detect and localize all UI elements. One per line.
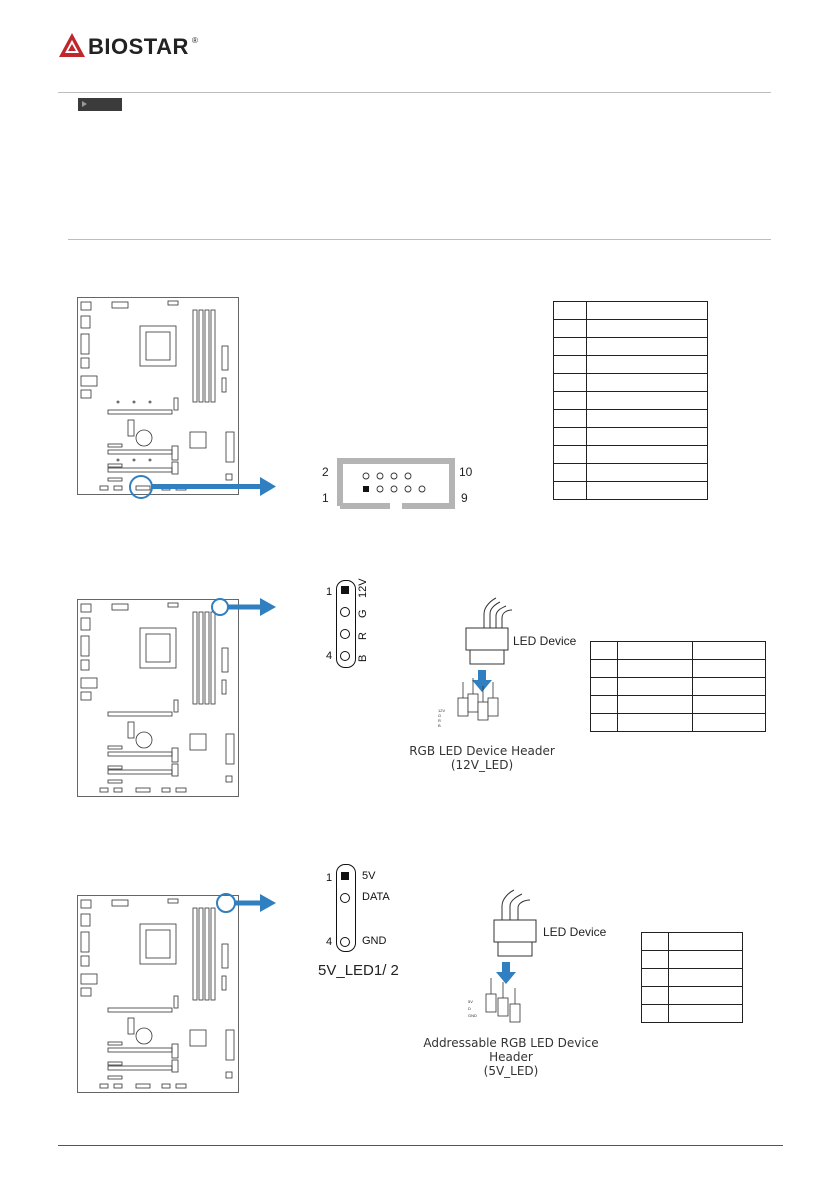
pin-definition-table-1 [553,301,708,500]
rgb-plug-label-b: B [438,723,441,728]
motherboard-layout-icon [80,602,235,793]
pin-label-10: 10 [459,465,473,479]
table-row [590,713,766,732]
rgb-caption-line2: (12V_LED) [450,758,514,772]
table-row [553,373,708,392]
biostar-logo-mark-icon [59,33,85,57]
header-rule [58,92,771,93]
pin-label-1: 1 [322,491,329,505]
table-row [641,950,743,969]
pin-2-circle [340,893,350,903]
rgb-led-device-label: LED Device [513,634,577,648]
table-row [641,986,743,1005]
ten-pin-header-diagram: 2 1 10 9 [322,458,492,513]
ten-pin-header-icon [337,458,455,509]
pin-1-square [341,872,349,880]
table-row [553,463,708,482]
table-row [553,301,708,320]
argb-caption-line1: Addressable RGB LED Device Header [423,1036,599,1064]
rgb-caption-line1: RGB LED Device Header [409,744,555,758]
pin-2-circle [340,607,350,617]
footer-rule [58,1145,783,1146]
table-row [553,481,708,500]
argb-plug-label-d: D [468,1006,471,1011]
motherboard-diagram-2 [77,599,239,797]
argb-led-device-label: LED Device [543,925,607,939]
note-rule [68,239,771,240]
rgb-plug-label-r: R [438,718,441,723]
argb-led-connector-icon [485,889,537,1023]
table-row [553,391,708,410]
argb-pin-num-1: 1 [326,872,333,884]
argb-header-name: 5V_LED1/ 2 [318,962,399,979]
pin-4-circle [340,937,350,947]
rgb-pin-strip: 1 4 12V G R B [320,578,390,670]
motherboard-diagram-3 [77,895,239,1093]
argb-plug-labels: 5V D GND [468,998,488,1019]
rgb-pin-num-4: 4 [326,650,333,662]
rgb-plug-label-12v: 12V [438,708,446,713]
table-row [553,427,708,446]
rgb-led-connector-icon [457,597,513,721]
argb-plug-label-gnd: GND [468,1013,477,1018]
table-row [590,641,766,660]
registered-mark: ® [192,36,198,45]
highlight-arrow-1 [129,475,276,499]
pin-definition-table-2 [590,641,766,732]
pin-strip-outline [336,864,356,952]
argb-pin-name-gnd: GND [362,935,387,947]
brand-name: BIOSTAR [88,34,189,59]
pin-label-2: 2 [322,465,329,479]
rgb-pin-name-12v: 12V [357,578,369,598]
motherboard-layout-icon [80,898,235,1089]
pin-strip-outline [336,580,356,668]
table-row [641,1004,743,1023]
argb-pin-strip: 1 4 5V DATA GND [320,864,410,954]
table-row [553,319,708,338]
table-row [553,409,708,428]
table-row [641,968,743,987]
pin-1-square [341,586,349,594]
argb-pin-num-4: 4 [326,936,333,948]
argb-header-caption: Addressable RGB LED Device Header (5V_LE… [400,1036,622,1078]
pin-3-circle [340,629,350,639]
rgb-pin-name-r: R [357,632,369,640]
argb-pin-name-data: DATA [362,891,390,903]
motherboard-layout-icon [80,300,235,491]
argb-plug-label-5v: 5V [468,999,473,1004]
table-row [553,355,708,374]
pin-definition-table-3 [641,932,743,1023]
pin-label-9: 9 [461,491,468,505]
rgb-pin-name-b: B [357,654,369,662]
argb-caption-line2: (5V_LED) [483,1064,539,1078]
rgb-pin-name-g: G [357,609,369,618]
table-row [590,659,766,678]
rgb-plug-label-g: G [438,713,442,718]
motherboard-diagram [77,297,239,495]
rgb-plug-labels: 12V G R B [438,708,458,728]
biostar-logo: BIOSTAR ® [58,30,198,62]
table-row [641,932,743,951]
rgb-pin-num-1: 1 [326,586,333,598]
rgb-header-caption: RGB LED Device Header (12V_LED) [402,744,562,772]
pin-4-circle [340,651,350,661]
highlight-arrow-2 [211,598,276,616]
table-row [590,695,766,714]
argb-pin-name-5v: 5V [362,870,376,882]
note-tag [78,98,122,111]
highlight-arrow-3 [216,893,276,913]
table-row [590,677,766,696]
table-row [553,337,708,356]
table-row [553,445,708,464]
